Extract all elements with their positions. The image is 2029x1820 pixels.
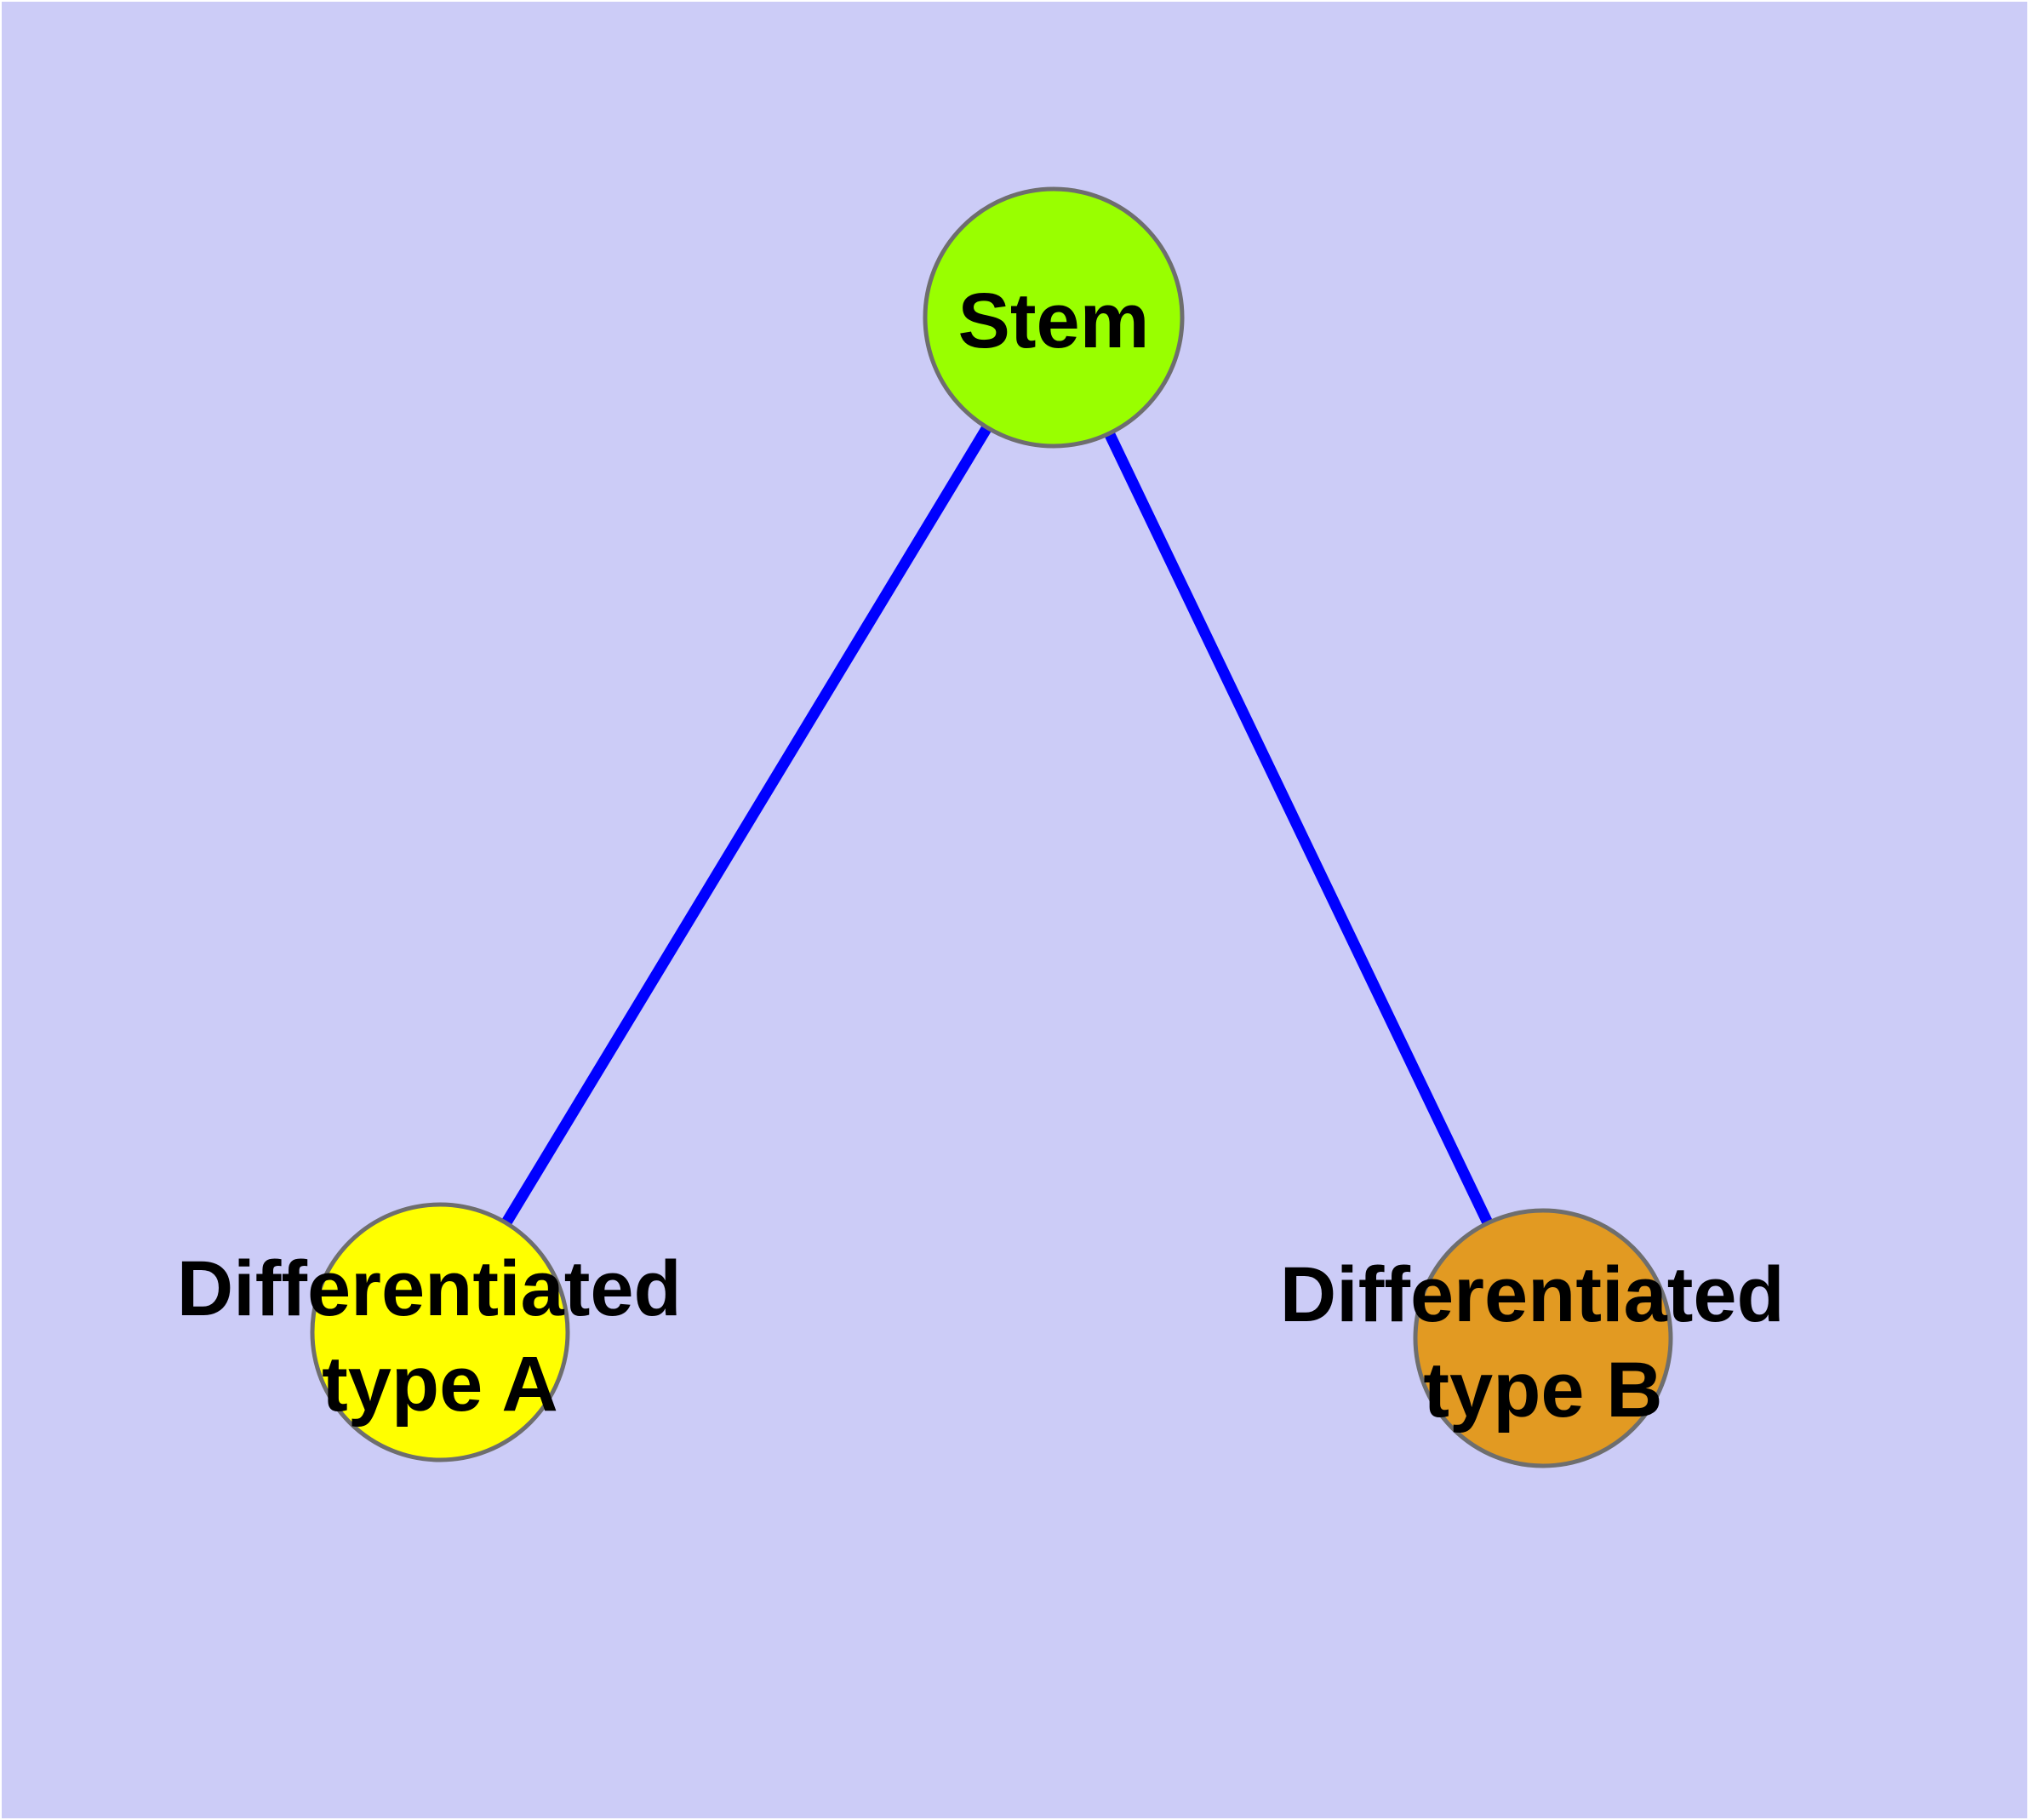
- node-differentiated-type-b-label-line2: type B: [1423, 1347, 1662, 1434]
- node-stem: [923, 186, 1185, 449]
- node-stem-label-line1: Stem: [958, 278, 1150, 364]
- node-differentiated-type-a-label: Differentiated type A: [177, 1245, 704, 1428]
- edge-stem-to-type-a: [435, 314, 1059, 1336]
- node-differentiated-type-b-label: Differentiated type B: [1280, 1251, 1807, 1434]
- node-differentiated-type-a-label-line2: type A: [322, 1341, 558, 1428]
- node-differentiated-type-a-label-line1: Differentiated: [177, 1245, 682, 1332]
- node-stem-label: Stem: [958, 278, 1150, 364]
- node-differentiated-type-b: [1413, 1208, 1673, 1468]
- node-differentiated-type-b-label-line1: Differentiated: [1280, 1251, 1785, 1338]
- edge-stem-to-type-b: [1049, 315, 1548, 1341]
- node-differentiated-type-a: [310, 1202, 570, 1462]
